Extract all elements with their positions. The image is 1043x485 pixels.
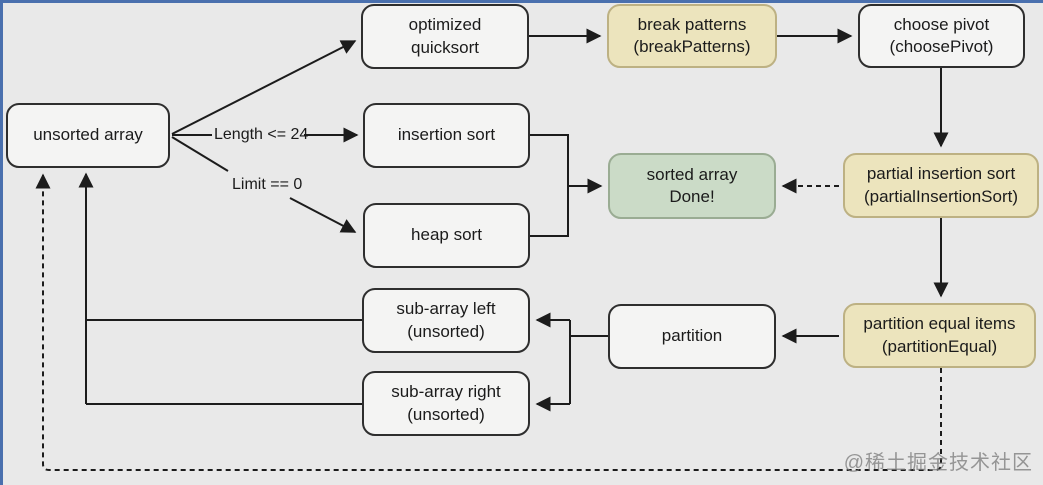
node-label: optimized bbox=[408, 15, 482, 35]
node-label: (breakPatterns) bbox=[633, 37, 751, 56]
node-insertion-sort: insertion sort bbox=[363, 103, 530, 168]
node-heap-sort: heap sort bbox=[363, 203, 530, 268]
node-label: Done! bbox=[669, 187, 715, 206]
node-label: (unsorted) bbox=[407, 404, 485, 424]
node-label: (choosePivot) bbox=[889, 37, 994, 56]
node-label: partial insertion sort bbox=[866, 164, 1016, 184]
node-label: sub-array left bbox=[396, 299, 496, 319]
node-label: (unsorted) bbox=[407, 321, 485, 341]
watermark: @稀土掘金技术社区 bbox=[843, 452, 1033, 474]
node-label: (partitionEqual) bbox=[881, 336, 998, 356]
node-label: sorted array bbox=[646, 164, 738, 184]
node-optimized-quicksort: optimized quicksort bbox=[361, 4, 529, 69]
left-blue-border bbox=[0, 0, 3, 485]
node-label: unsorted array bbox=[33, 125, 143, 145]
edge-unsorted-to-optimized bbox=[171, 40, 357, 135]
node-label: heap sort bbox=[411, 225, 482, 245]
edge-unsorted-to-heap bbox=[171, 136, 357, 233]
node-unsorted-array: unsorted array bbox=[6, 103, 170, 168]
edge-partition-to-subarrays bbox=[535, 312, 608, 412]
node-label: partition equal items bbox=[863, 314, 1016, 334]
node-choose-pivot: choose pivot (choosePivot) bbox=[858, 4, 1025, 68]
node-label: quicksort bbox=[410, 37, 480, 57]
top-blue-border bbox=[0, 0, 1043, 3]
edge-label-length-condition: Length <= 24 bbox=[214, 126, 309, 143]
node-partition-equal: partition equal items (partitionEqual) bbox=[843, 303, 1036, 368]
node-sub-array-left: sub-array left (unsorted) bbox=[362, 288, 530, 353]
node-break-patterns: break patterns (breakPatterns) bbox=[607, 4, 777, 68]
edge-subarrayright-to-unsorted bbox=[78, 172, 362, 405]
node-label: partition bbox=[661, 326, 723, 346]
node-sub-array-right: sub-array right (unsorted) bbox=[362, 371, 530, 436]
node-label: break patterns bbox=[637, 14, 747, 34]
node-sorted-array: sorted array Done! bbox=[608, 153, 776, 219]
node-label: (partialInsertionSort) bbox=[863, 186, 1018, 206]
edge-label-limit-condition: Limit == 0 bbox=[232, 176, 303, 193]
node-label: insertion sort bbox=[397, 125, 496, 145]
node-label: choose pivot bbox=[893, 14, 990, 34]
node-label: sub-array right bbox=[391, 382, 501, 402]
edge-sorts-to-sorted bbox=[530, 134, 603, 237]
node-partial-insertion-sort: partial insertion sort (partialInsertion… bbox=[843, 153, 1039, 218]
node-partition: partition bbox=[608, 304, 776, 369]
